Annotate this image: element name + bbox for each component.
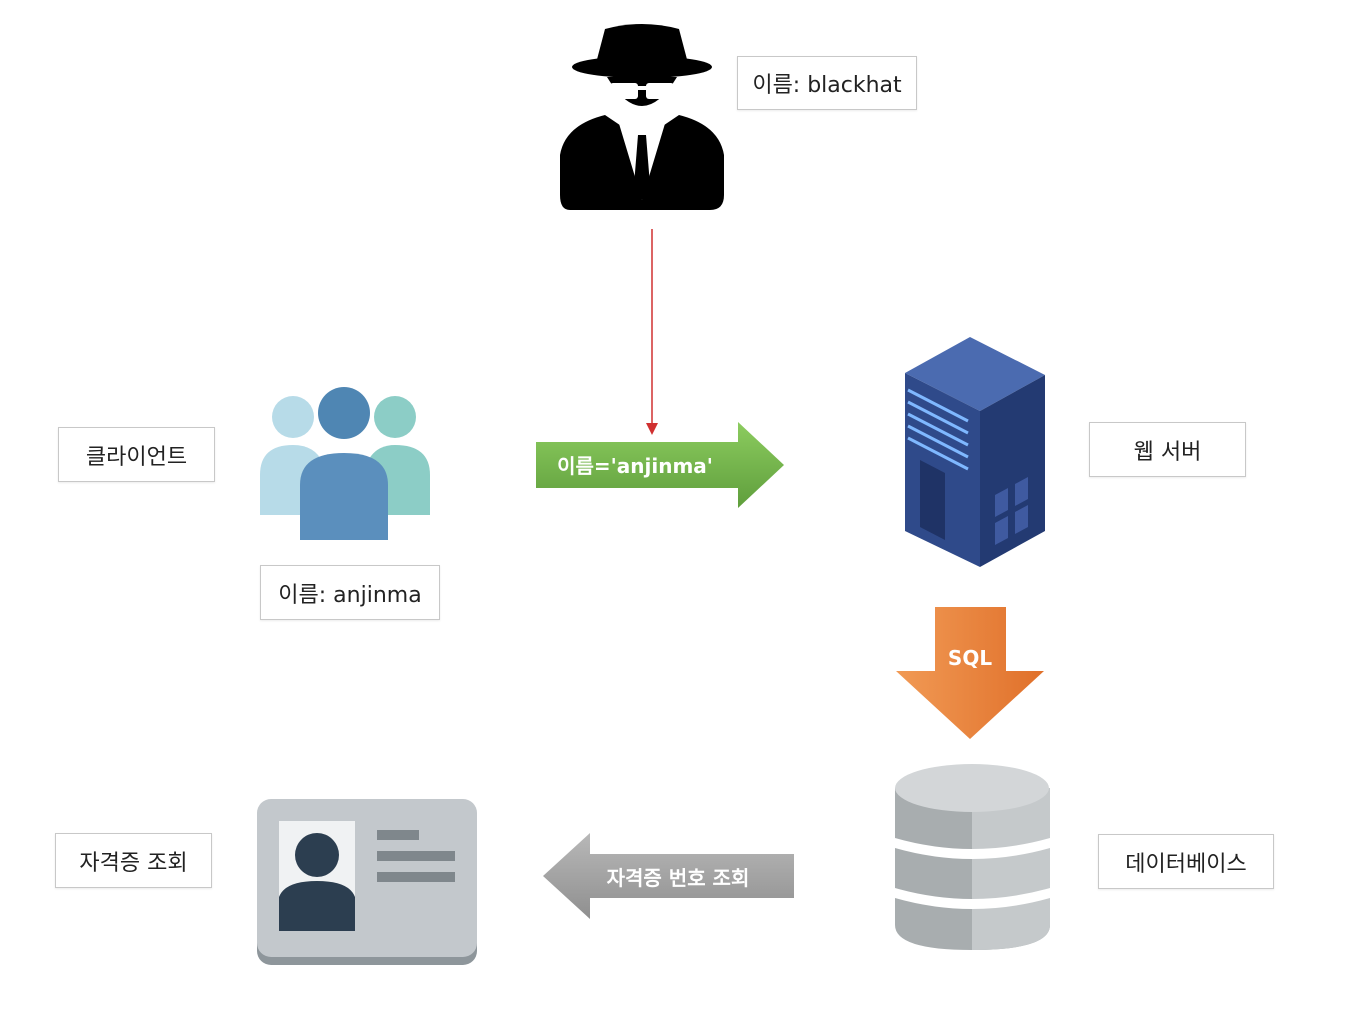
sql-arrow: SQL <box>896 607 1044 739</box>
request-arrow: 이름='anjinma' <box>536 422 784 508</box>
users-group-icon <box>260 387 430 540</box>
hacker-icon <box>560 24 724 210</box>
database-label: 데이터베이스 <box>1098 834 1274 889</box>
attack-line <box>646 229 658 435</box>
id-card-icon <box>257 799 477 965</box>
database-icon <box>895 764 1050 950</box>
sql-arrow-text: SQL <box>948 646 992 670</box>
client-label: 클라이언트 <box>58 427 215 482</box>
client-name-label: 이름: anjinma <box>260 565 440 620</box>
web-server-label: 웹 서버 <box>1089 422 1246 477</box>
credential-lookup-label: 자격증 조회 <box>55 833 212 888</box>
lookup-arrow: 자격증 번호 조회 <box>543 833 794 919</box>
attacker-name-label: 이름: blackhat <box>737 56 917 110</box>
request-arrow-text: 이름='anjinma' <box>557 454 713 478</box>
lookup-arrow-text: 자격증 번호 조회 <box>607 866 750 890</box>
server-icon <box>905 337 1045 567</box>
